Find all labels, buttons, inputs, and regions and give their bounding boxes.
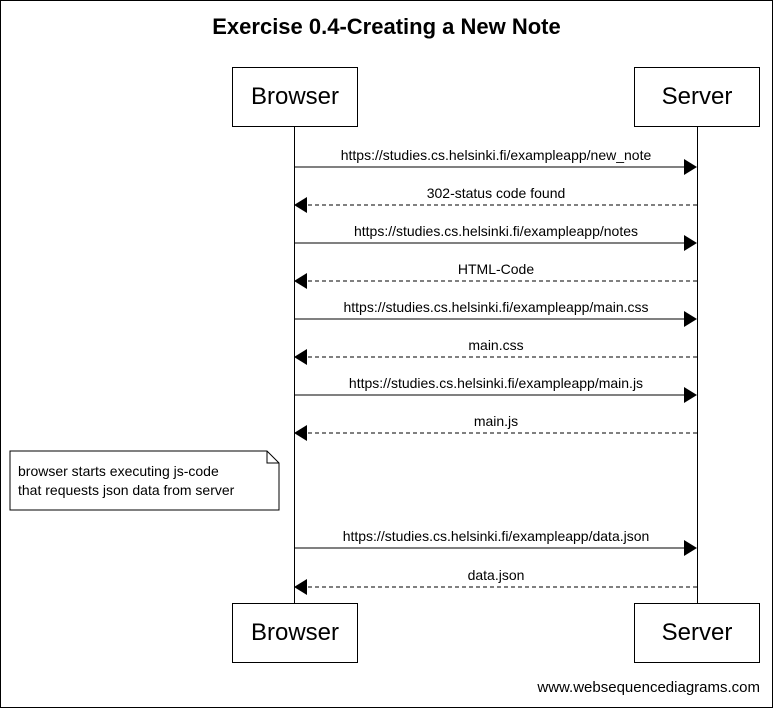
browser-lifeline (294, 127, 295, 603)
message-label-5: https://studies.cs.helsinki.fi/exampleap… (343, 299, 649, 315)
message-label-9: https://studies.cs.helsinki.fi/exampleap… (342, 528, 650, 544)
diagram-title: Exercise 0.4-Creating a New Note (212, 14, 561, 39)
arrowhead-3 (684, 235, 697, 251)
message-label-7: https://studies.cs.helsinki.fi/exampleap… (348, 375, 644, 391)
note-line-2: that requests json data from server (18, 482, 235, 498)
arrowhead-4 (294, 273, 307, 289)
arrowhead-9 (684, 540, 697, 556)
message-label-6: main.css (468, 337, 524, 353)
arrowhead-7 (684, 387, 697, 403)
arrowhead-10 (294, 579, 307, 595)
message-label-2: 302-status code found (426, 185, 566, 201)
message-label-10: data.json (467, 567, 525, 583)
participant-server-top: Server (634, 67, 760, 127)
participant-browser-top: Browser (232, 67, 358, 127)
arrowhead-2 (294, 197, 307, 213)
message-label-3: https://studies.cs.helsinki.fi/exampleap… (353, 223, 639, 239)
arrowhead-5 (684, 311, 697, 327)
note-box (9, 450, 280, 511)
watermark: www.websequencediagrams.com (537, 679, 760, 696)
server-lifeline (697, 127, 698, 603)
note-line-1: browser starts executing js-code (18, 463, 219, 479)
message-label-1: https://studies.cs.helsinki.fi/exampleap… (340, 147, 652, 163)
participant-server-bottom: Server (634, 603, 760, 663)
message-label-4: HTML-Code (457, 261, 535, 277)
arrowhead-1 (684, 159, 697, 175)
arrowhead-8 (294, 425, 307, 441)
note-fold (266, 451, 279, 464)
participant-browser-bottom: Browser (232, 603, 358, 663)
arrowhead-6 (294, 349, 307, 365)
message-label-8: main.js (473, 413, 519, 429)
